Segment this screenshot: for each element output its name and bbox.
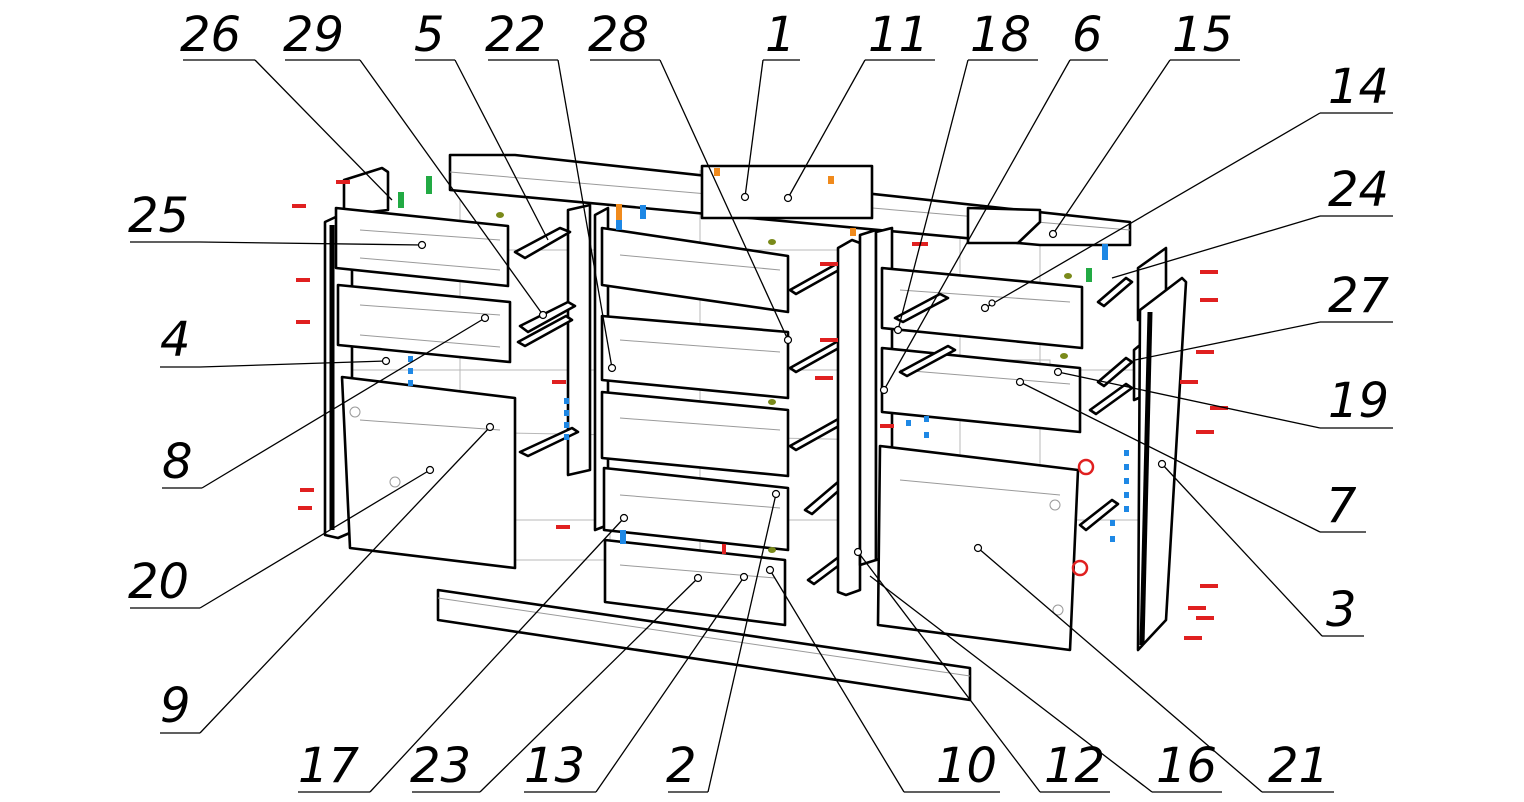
part-top-strips [700,164,1042,245]
callouts: 26 29 5 22 28 1 [128,7,1393,794]
fasteners-orange [616,168,856,236]
part-center-drawer-2 [600,314,790,400]
callout-5: 5 [414,7,549,241]
callout-24: 24 [1111,162,1393,279]
fasteners-red [292,180,1228,640]
part-left-runners [513,226,580,458]
callout-18: 18 [893,7,1038,335]
callout-label-4: 4 [160,312,191,368]
callout-13: 13 [524,572,749,794]
callout-10: 10 [765,565,1000,794]
callout-label-16: 16 [1156,738,1217,794]
callout-9: 9 [160,422,495,734]
callout-15: 15 [1048,7,1240,239]
callout-1: 1 [740,7,800,202]
callout-label-15: 15 [1172,7,1233,63]
part-left-drawer-second [336,283,512,364]
callout-23: 23 [410,573,703,794]
callout-label-2: 2 [666,738,697,794]
callout-label-6: 6 [1072,7,1103,63]
part-center-drawer-1 [600,226,790,314]
part-center-drawer-4 [602,466,790,552]
callout-14: 14 [980,59,1393,313]
part-center-drawer-bottom [603,538,787,627]
callout-label-19: 19 [1328,373,1389,429]
callout-12: 12 [853,547,1110,794]
callout-22: 22 [485,7,617,373]
callout-label-21: 21 [1268,738,1329,794]
fasteners-olive [496,212,1072,553]
callout-label-25: 25 [128,188,189,244]
part-right-runners [893,276,1134,532]
part-left-divider [566,203,592,477]
callout-8: 8 [162,313,490,490]
callout-4: 4 [160,312,391,368]
callout-label-14: 14 [1328,59,1389,115]
callout-2: 2 [666,489,781,794]
callout-21: 21 [973,543,1334,794]
part-center-right-divider [836,228,878,597]
callout-3: 3 [1157,459,1364,638]
callout-label-24: 24 [1328,162,1389,218]
callout-25: 25 [128,188,427,250]
callout-11: 11 [783,7,935,203]
callout-label-23: 23 [410,738,471,794]
callout-label-12: 12 [1044,738,1105,794]
fasteners-green [398,176,1092,282]
callout-label-10: 10 [936,738,997,794]
callout-label-18: 18 [970,7,1031,63]
callout-label-1: 1 [765,7,796,63]
callout-29: 29 [283,7,548,320]
part-left-back-side [342,166,390,217]
callout-label-29: 29 [283,7,344,63]
callout-16: 16 [869,575,1222,794]
callout-label-13: 13 [524,738,585,794]
callout-19: 19 [1053,367,1393,429]
callout-label-22: 22 [485,7,546,63]
callout-label-20: 20 [128,554,189,610]
callout-label-3: 3 [1326,582,1357,638]
callout-27: 27 [1134,268,1393,361]
callout-17: 17 [298,513,629,794]
callout-6: 6 [879,7,1108,395]
callout-label-7: 7 [1326,478,1357,534]
callout-label-8: 8 [162,434,193,490]
callout-label-26: 26 [180,7,241,63]
callout-26: 26 [180,7,393,201]
callout-label-5: 5 [414,7,445,63]
callout-label-28: 28 [588,7,649,63]
callout-20: 20 [128,465,435,610]
part-center-drawer-3 [600,390,790,478]
callout-28: 28 [588,7,793,345]
callout-label-11: 11 [868,7,929,63]
callout-label-17: 17 [298,738,360,794]
callout-label-9: 9 [160,678,191,734]
callout-7: 7 [1015,377,1366,534]
callout-label-27: 27 [1328,268,1390,324]
